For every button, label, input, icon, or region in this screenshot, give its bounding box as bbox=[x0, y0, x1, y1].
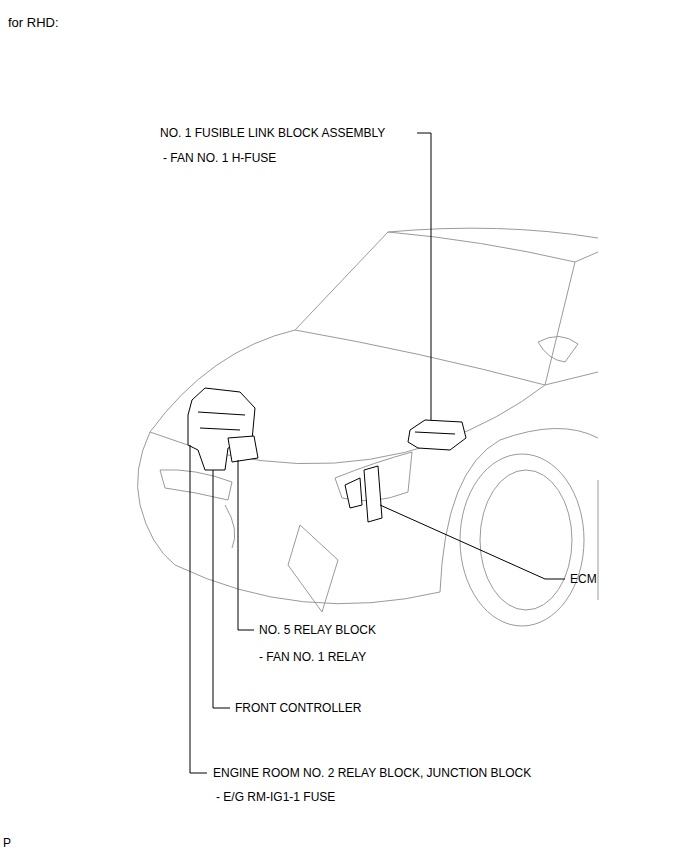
part-name: NO. 1 FUSIBLE LINK BLOCK ASSEMBLY bbox=[160, 126, 385, 140]
part-name: NO. 5 RELAY BLOCK bbox=[259, 623, 376, 637]
part-detail: - FAN NO. 1 H-FUSE bbox=[163, 151, 276, 165]
front-bumper bbox=[138, 432, 440, 604]
fog-lamp bbox=[225, 505, 235, 548]
junction-block-detail bbox=[198, 412, 245, 430]
leader-line bbox=[190, 445, 207, 773]
roof-edge bbox=[575, 252, 598, 262]
body-side bbox=[598, 480, 599, 600]
figure-mark: P bbox=[3, 836, 11, 850]
windshield bbox=[295, 232, 575, 385]
roof-line bbox=[388, 228, 598, 238]
part-name: ECM bbox=[570, 572, 597, 586]
leader-line bbox=[380, 505, 565, 579]
leader-line bbox=[213, 470, 230, 708]
part-name: ENGINE ROOM NO. 2 RELAY BLOCK, JUNCTION … bbox=[213, 766, 531, 780]
ecm bbox=[364, 466, 382, 522]
components bbox=[188, 388, 466, 522]
leader-lines bbox=[190, 133, 565, 773]
relay-block bbox=[228, 436, 258, 462]
part-name: FRONT CONTROLLER bbox=[235, 701, 361, 715]
grille bbox=[288, 525, 338, 612]
body-side bbox=[545, 372, 598, 385]
wheel-rim bbox=[480, 470, 572, 610]
mirror bbox=[538, 336, 578, 362]
part-detail: - E/G RM-IG1-1 FUSE bbox=[216, 790, 335, 804]
ecm-bracket bbox=[345, 478, 362, 508]
fusible-link-block bbox=[408, 420, 466, 450]
leader-line bbox=[238, 460, 254, 630]
part-detail: - FAN NO. 1 RELAY bbox=[259, 650, 366, 664]
headlight bbox=[160, 470, 232, 500]
leader-line bbox=[417, 133, 431, 420]
car-outline bbox=[138, 228, 598, 626]
fusible-link-detail bbox=[415, 432, 455, 434]
page-heading: for RHD: bbox=[8, 15, 59, 30]
wheel bbox=[460, 454, 584, 626]
